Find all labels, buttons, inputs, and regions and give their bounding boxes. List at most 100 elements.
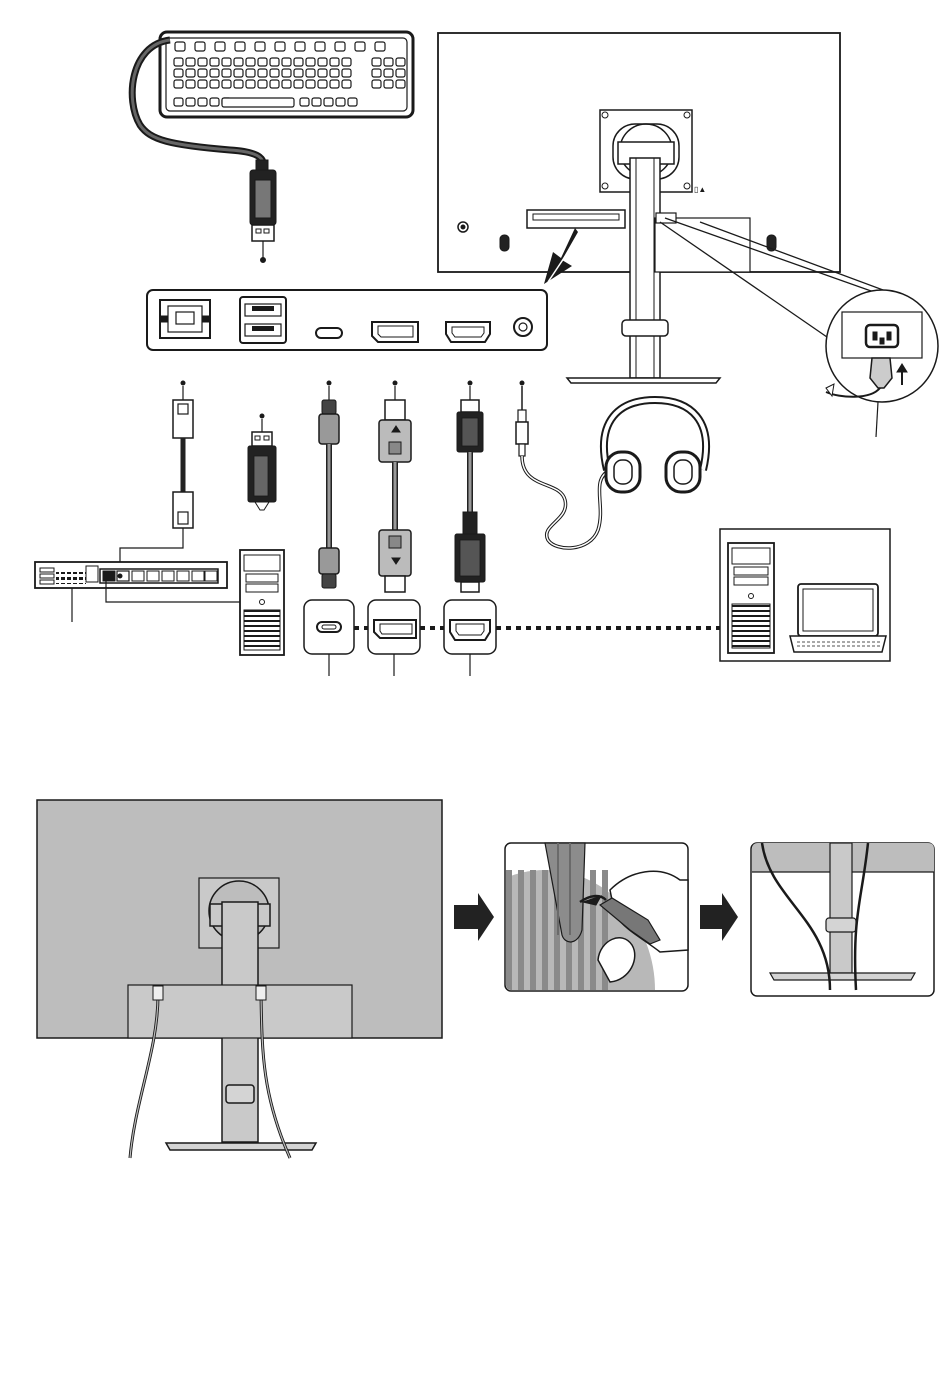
keyboard-key — [335, 42, 345, 51]
keyboard-key — [342, 69, 351, 77]
keyboard-key — [222, 80, 231, 88]
keyboard-key — [330, 80, 339, 88]
keyboard-key — [246, 58, 255, 66]
power-plug-icon — [826, 290, 938, 437]
keyboard-key — [174, 80, 183, 88]
arrow-right-icon — [454, 893, 494, 941]
keyboard-key — [174, 58, 183, 66]
keyboard-key — [198, 80, 207, 88]
keyboard-key — [315, 42, 325, 51]
network-switch-icon — [35, 562, 240, 622]
keyboard-key — [255, 42, 265, 51]
keyboard-key — [195, 42, 205, 51]
keyboard-key — [235, 42, 245, 51]
usb-a-plug-icon — [250, 160, 276, 263]
keyboard-key — [306, 69, 315, 77]
step-2-open-clip — [435, 843, 688, 1110]
keyboard-icon — [160, 32, 413, 117]
usb-c-port[interactable] — [316, 328, 342, 338]
keyboard-key — [174, 69, 183, 77]
keyboard-key — [222, 58, 231, 66]
keyboard-key — [186, 80, 195, 88]
keyboard-key — [258, 80, 267, 88]
keyboard-key — [215, 42, 225, 51]
audio-jack-icon — [516, 386, 610, 548]
ethernet-port[interactable] — [160, 300, 210, 338]
monitor-rear-cable-routing — [37, 800, 442, 1158]
keyboard-key — [306, 80, 315, 88]
step-3-clip-cables — [751, 843, 934, 996]
keyboard-key — [372, 58, 381, 66]
keyboard-key — [372, 80, 381, 88]
keyboard-key — [282, 80, 291, 88]
keyboard-key — [198, 58, 207, 66]
keyboard-key — [282, 58, 291, 66]
keyboard-key — [336, 98, 345, 106]
keyboard-key — [396, 80, 405, 88]
keyboard-key — [318, 80, 327, 88]
keyboard-key — [174, 98, 183, 106]
keyboard-key — [324, 98, 333, 106]
keyboard-key — [258, 58, 267, 66]
keyboard-key — [234, 80, 243, 88]
io-panel — [147, 290, 547, 350]
keyboard-key — [318, 58, 327, 66]
keyboard-key — [210, 80, 219, 88]
keyboard-key — [270, 69, 279, 77]
keyboard-key — [246, 69, 255, 77]
keyboard-key — [246, 80, 255, 88]
keyboard-key — [375, 42, 385, 51]
keyboard-key — [330, 69, 339, 77]
keyboard-key — [186, 69, 195, 77]
hdmi-plug-icon — [455, 386, 485, 592]
keyboard-key — [318, 69, 327, 77]
headphones-icon — [604, 400, 706, 492]
usb-a-plug-icon — [248, 419, 276, 510]
keyboard-key — [384, 80, 393, 88]
keyboard-key — [300, 98, 309, 106]
keyboard-key — [372, 69, 381, 77]
keyboard-key — [384, 69, 393, 77]
laptop-icon — [790, 584, 886, 652]
keyboard-key — [282, 69, 291, 77]
keyboard-key — [348, 98, 357, 106]
keyboard-key — [342, 58, 351, 66]
svg-text:▯▲: ▯▲ — [694, 185, 706, 194]
keyboard-key — [294, 69, 303, 77]
keyboard-key — [270, 80, 279, 88]
keyboard-key — [258, 69, 267, 77]
displayport-plug-icon — [379, 386, 411, 592]
keyboard-key — [294, 80, 303, 88]
keyboard-key — [295, 42, 305, 51]
keyboard-key — [234, 58, 243, 66]
keyboard-key — [384, 58, 393, 66]
keyboard-key — [355, 42, 365, 51]
keyboard-key — [396, 58, 405, 66]
keyboard-key — [210, 58, 219, 66]
keyboard-key — [275, 42, 285, 51]
keyboard-key — [396, 69, 405, 77]
keyboard-key — [330, 58, 339, 66]
keyboard-key — [312, 98, 321, 106]
keyboard-key — [234, 69, 243, 77]
keyboard-key — [186, 98, 195, 106]
ethernet-plug-icon — [120, 386, 193, 570]
keyboard-key — [270, 58, 279, 66]
keyboard-key — [210, 69, 219, 77]
keyboard-key — [198, 98, 207, 106]
keyboard-key — [222, 69, 231, 77]
keyboard-key — [294, 58, 303, 66]
desktop-pc-icon — [728, 543, 774, 653]
keyboard-key — [175, 42, 185, 51]
keyboard-key — [342, 80, 351, 88]
keyboard-key — [210, 98, 219, 106]
arrow-right-icon — [700, 893, 738, 941]
usb-a-ports[interactable] — [240, 297, 286, 343]
keyboard-key — [198, 69, 207, 77]
desktop-pc-icon — [240, 550, 284, 655]
keyboard-key — [186, 58, 195, 66]
usb-c-plug-icon — [319, 386, 339, 588]
keyboard-key — [306, 58, 315, 66]
